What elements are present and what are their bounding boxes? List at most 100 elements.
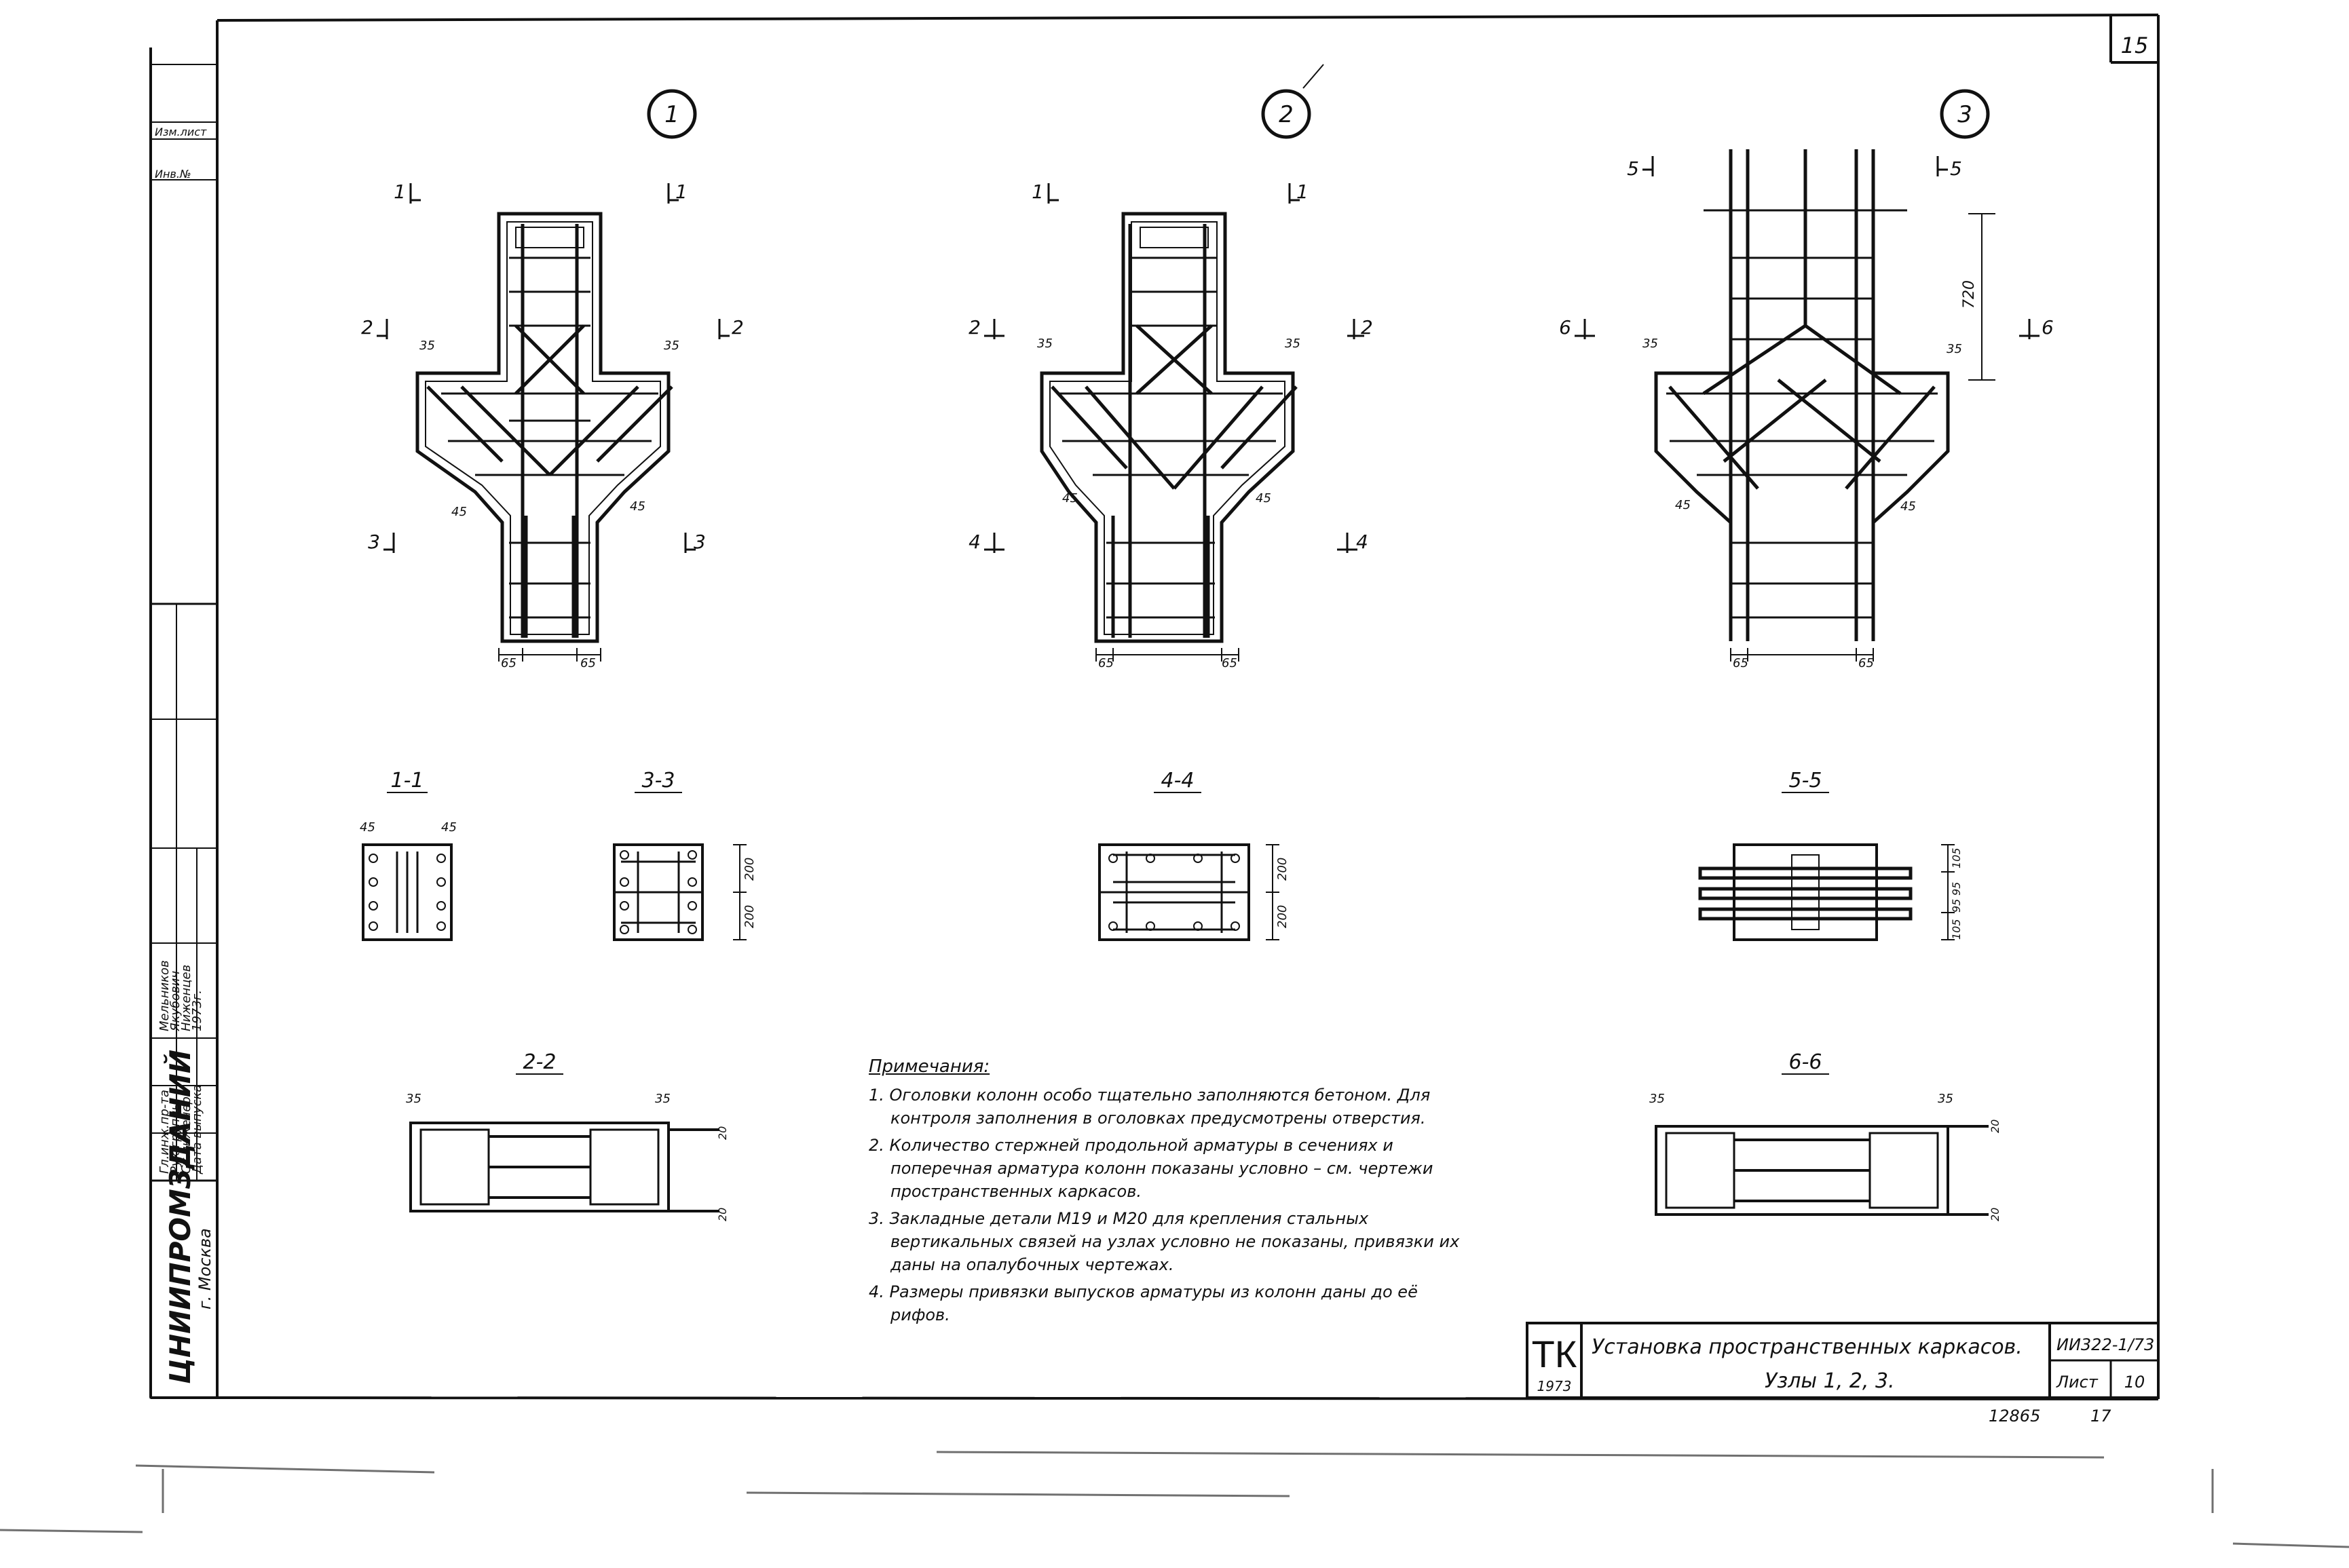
node-3-callout	[1940, 89, 1990, 139]
corner-number: 15	[2121, 33, 2149, 58]
s66-dim-35a: 35	[1649, 1092, 1665, 1106]
n2-sec-2a: 2	[969, 316, 981, 339]
title-block: ТК 1973 Установка пространственных карка…	[1526, 33, 2160, 1426]
section-5-5: 5-5 105 95 95 105	[1698, 769, 1963, 941]
s44-dim-200b: 200	[1275, 905, 1290, 928]
notes-title: Примечания:	[869, 1056, 990, 1077]
node-2-callout	[1261, 89, 1311, 139]
s55-dim-95b: 95	[1950, 899, 1963, 913]
stamp-name-3: Ниженцев	[179, 965, 193, 1031]
stamp-city: г. Москва	[195, 1228, 214, 1309]
s22-dim-20b: 20	[716, 1208, 729, 1221]
stamp-role-3: Ст.инженер	[179, 1096, 193, 1174]
notes-block: Примечания: 1. Оголовки колонн особо тща…	[869, 1055, 1480, 1331]
n1-sec-2a: 2	[361, 316, 373, 339]
n1-dim-65b: 65	[580, 656, 596, 670]
node-1-callout	[647, 89, 697, 139]
node-3-number: 3	[1957, 101, 1972, 128]
note-item-2: 2. Количество стержней продольной армату…	[869, 1136, 1433, 1201]
stamp-role-4: Дата выпуска	[190, 1085, 204, 1174]
n1-sec-3a: 3	[368, 531, 380, 553]
section-1-1: 1-1 45 45	[360, 769, 457, 941]
node-2-elevation: 2	[969, 64, 1373, 670]
section-5-5-title: 5-5	[1789, 769, 1822, 792]
title-series-year: 1973	[1537, 1378, 1572, 1394]
s55-dim-105a: 105	[1950, 847, 1963, 868]
section-2-2: 2-2 35 35 20 20	[406, 1050, 729, 1221]
n3-dim-720: 720	[1961, 280, 1978, 309]
section-6-6-title: 6-6	[1789, 1050, 1822, 1074]
n3-sec-5a: 5	[1627, 157, 1639, 180]
node-3-elevation: 3	[1559, 89, 2054, 670]
page-number: 17	[2090, 1407, 2111, 1426]
section-4-4-title: 4-4	[1161, 769, 1195, 792]
stamp-name-2: Якубович	[168, 971, 183, 1032]
n2-dim-35a: 35	[1037, 337, 1053, 351]
section-2-2-title: 2-2	[523, 1050, 557, 1074]
section-4-4: 4-4 200 200	[1098, 769, 1290, 941]
title-series-code: ТК	[1532, 1333, 1577, 1375]
node-2-number: 2	[1279, 101, 1294, 128]
n1-sec-1a: 1	[394, 180, 406, 203]
s66-dim-20a: 20	[1989, 1120, 2002, 1133]
stamp-name-4: 1973г.	[190, 990, 204, 1031]
s22-dim-35b: 35	[655, 1092, 671, 1106]
n3-dim-35a: 35	[1642, 337, 1658, 351]
n3-dim-45a: 45	[1675, 498, 1691, 512]
s55-dim-105b: 105	[1950, 919, 1963, 940]
note-item-3: 3. Закладные детали М19 и М20 для крепле…	[869, 1209, 1460, 1274]
n2-dim-65a: 65	[1098, 656, 1114, 670]
stamp-mark-2: Изм.лист	[155, 126, 207, 138]
n3-sec-6a: 6	[1559, 316, 1571, 339]
title-line-1: Установка пространственных каркасов.	[1592, 1335, 2023, 1359]
n2-sec-1a: 1	[1032, 180, 1044, 203]
n3-dim-35b: 35	[1947, 342, 1962, 356]
s55-dim-95a: 95	[1950, 882, 1963, 896]
node-1-number: 1	[664, 101, 679, 128]
n3-dim-45b: 45	[1900, 499, 1916, 514]
note-item-1: 1. Оголовки колонн особо тщательно запол…	[869, 1086, 1431, 1128]
node-1-elevation: 1	[361, 89, 744, 670]
s22-dim-20a: 20	[716, 1126, 729, 1140]
n1-sec-2b: 2	[732, 316, 744, 339]
s44-dim-200a: 200	[1275, 858, 1290, 881]
s11-dim-45b: 45	[441, 820, 457, 835]
section-3-3-title: 3-3	[642, 769, 675, 792]
n1-sec-1b: 1	[675, 180, 688, 203]
s22-dim-35a: 35	[406, 1092, 421, 1106]
n2-dim-35b: 35	[1285, 337, 1300, 351]
n3-sec-5b: 5	[1950, 157, 1962, 180]
title-line-2: Узлы 1, 2, 3.	[1765, 1369, 1895, 1393]
title-sheet-label: Лист	[2056, 1373, 2099, 1392]
n3-dim-65b: 65	[1858, 656, 1874, 670]
n1-dim-45a: 45	[451, 505, 467, 519]
scan-artifacts	[0, 1451, 2349, 1548]
n2-sec-4b: 4	[1356, 531, 1368, 553]
s11-dim-45a: 45	[360, 820, 375, 835]
stamp-role-1: Гл.инж.пр-та	[157, 1090, 172, 1174]
n1-dim-35b: 35	[664, 339, 679, 353]
s66-dim-20b: 20	[1989, 1208, 2002, 1221]
n3-dim-65a: 65	[1733, 656, 1748, 670]
section-6-6: 6-6 35 35 20 20	[1649, 1050, 2002, 1221]
stamp-mark-1: Инв.№	[155, 168, 191, 180]
title-sheet-number: 10	[2124, 1373, 2145, 1392]
n3-sec-6b: 6	[2042, 316, 2054, 339]
section-1-1-title: 1-1	[391, 769, 424, 792]
n2-sec-2b: 2	[1361, 316, 1373, 339]
n2-dim-45b: 45	[1256, 491, 1271, 505]
title-doc-code: ИИ322-1/73	[2056, 1335, 2154, 1354]
stamp-role-2: Рук.группы	[168, 1101, 183, 1174]
n2-sec-4a: 4	[969, 531, 981, 553]
archive-number: 12865	[1989, 1407, 2040, 1426]
note-item-4: 4. Размеры привязки выпусков арматуры из…	[869, 1282, 1418, 1324]
left-stamp: ЦНИИПРОМЗДАНИЙ г. Москва Гл.инж.пр-та Ру…	[149, 64, 219, 1399]
n2-sec-1b: 1	[1296, 180, 1309, 203]
n2-dim-45a: 45	[1062, 491, 1078, 505]
n1-dim-35a: 35	[419, 339, 435, 353]
n1-dim-45b: 45	[630, 499, 645, 514]
s66-dim-35b: 35	[1938, 1092, 1953, 1106]
s33-dim-200a: 200	[743, 858, 757, 881]
n1-sec-3b: 3	[694, 531, 706, 553]
